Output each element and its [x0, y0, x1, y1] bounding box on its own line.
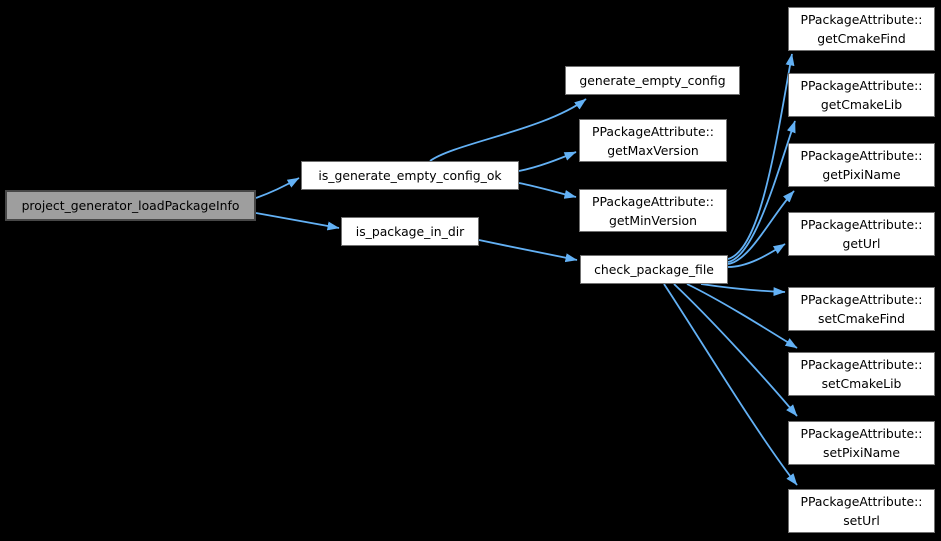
node-setPixiName[interactable]: PPackageAttribute:: setPixiName — [788, 421, 935, 465]
edge-project_generator_loadPackageInfo-to-is_generate_empty_config_ok — [255, 177, 300, 199]
edge-project_generator_loadPackageInfo-to-is_package_in_dir — [255, 212, 340, 231]
edge-is_generate_empty_config_ok-to-getMaxVersion — [518, 151, 577, 172]
edge-check_package_file-to-setUrl — [663, 283, 798, 486]
node-getUrl[interactable]: PPackageAttribute:: getUrl — [788, 212, 935, 256]
edge-check_package_file-to-setCmakeFind — [700, 283, 786, 297]
node-is_generate_empty_config_ok[interactable]: is_generate_empty_config_ok — [301, 161, 519, 190]
node-getPixiName[interactable]: PPackageAttribute:: getPixiName — [788, 143, 935, 187]
node-getMaxVersion[interactable]: PPackageAttribute:: getMaxVersion — [579, 119, 727, 162]
node-project_generator_loadPackageInfo: project_generator_loadPackageInfo — [5, 190, 256, 221]
node-is_package_in_dir[interactable]: is_package_in_dir — [341, 217, 479, 246]
node-getCmakeFind[interactable]: PPackageAttribute:: getCmakeFind — [788, 7, 935, 51]
node-getMinVersion[interactable]: PPackageAttribute:: getMinVersion — [579, 189, 727, 232]
node-generate_empty_config[interactable]: generate_empty_config — [565, 66, 740, 95]
edge-is_generate_empty_config_ok-to-generate_empty_config — [429, 98, 587, 162]
edge-check_package_file-to-getCmakeLib — [727, 120, 796, 263]
edge-check_package_file-to-getUrl — [727, 243, 786, 268]
edge-check_package_file-to-getCmakeFind — [727, 53, 795, 260]
node-setCmakeLib[interactable]: PPackageAttribute:: setCmakeLib — [788, 352, 935, 396]
node-check_package_file[interactable]: check_package_file — [580, 255, 728, 284]
node-getCmakeLib[interactable]: PPackageAttribute:: getCmakeLib — [788, 73, 935, 117]
node-setCmakeFind[interactable]: PPackageAttribute:: setCmakeFind — [788, 287, 935, 331]
edge-is_generate_empty_config_ok-to-getMinVersion — [518, 182, 577, 199]
edge-check_package_file-to-getPixiName — [727, 190, 795, 265]
edge-is_package_in_dir-to-check_package_file — [478, 239, 578, 263]
edge-check_package_file-to-setCmakeLib — [686, 283, 798, 349]
node-setUrl[interactable]: PPackageAttribute:: setUrl — [788, 489, 935, 533]
edge-check_package_file-to-setPixiName — [673, 283, 798, 417]
